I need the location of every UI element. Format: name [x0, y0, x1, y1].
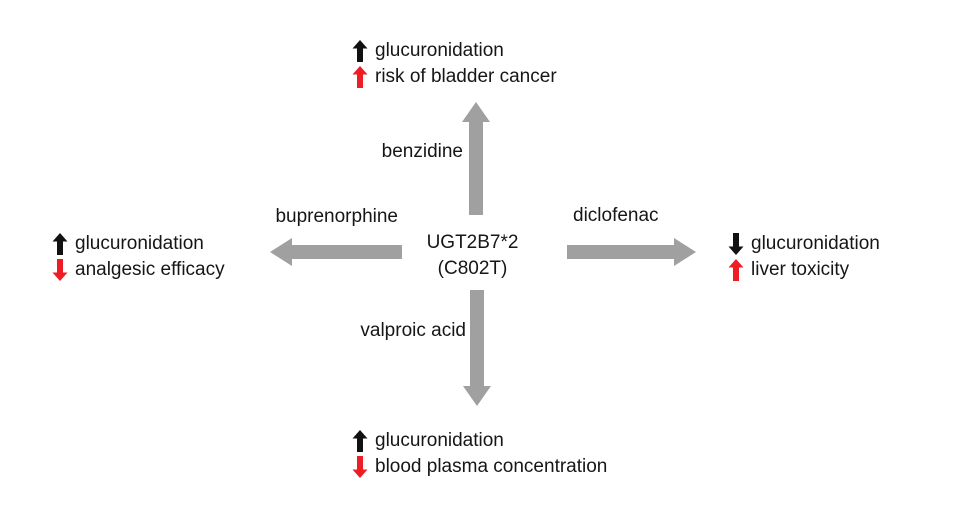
effect-text: risk of bladder cancer	[375, 66, 557, 87]
up-arrow-shape	[352, 40, 368, 62]
effect-row: liver toxicity	[728, 257, 880, 283]
effect-row: risk of bladder cancer	[352, 64, 557, 90]
effect-row: glucuronidation	[352, 428, 607, 454]
effect-row: blood plasma concentration	[352, 454, 607, 480]
effects-top: glucuronidation risk of bladder cancer	[352, 38, 557, 90]
gene-name: UGT2B7*2	[426, 232, 519, 253]
effect-row: glucuronidation	[728, 231, 880, 257]
effect-row: glucuronidation	[52, 231, 225, 257]
up-arrow-icon	[352, 66, 368, 88]
effect-text: blood plasma concentration	[375, 456, 608, 477]
effect-text: glucuronidation	[751, 233, 880, 254]
center-gene-label: UGT2B7*2 (C802T)	[395, 230, 550, 282]
drug-label-valproic-acid: valproic acid	[360, 320, 466, 341]
up-arrow-icon	[728, 259, 744, 281]
branch-arrow-up	[462, 102, 490, 215]
drug-label-benzidine: benzidine	[381, 141, 463, 162]
down-arrow-shape	[52, 259, 68, 281]
effect-row: analgesic efficacy	[52, 257, 225, 283]
down-arrow-icon	[352, 456, 368, 478]
branch-arrow-down	[463, 290, 491, 406]
up-arrow-shape	[52, 233, 68, 255]
effect-text: liver toxicity	[751, 259, 850, 280]
effect-text: glucuronidation	[75, 233, 204, 254]
effect-row: glucuronidation	[352, 38, 557, 64]
up-arrow-icon	[352, 430, 368, 452]
drug-label-diclofenac: diclofenac	[573, 205, 659, 226]
effect-text: glucuronidation	[375, 40, 504, 61]
branch-arrow-right	[567, 238, 696, 266]
up-arrow-icon	[52, 233, 68, 255]
drug-label-buprenorphine: buprenorphine	[275, 206, 398, 227]
effects-right: glucuronidation liver toxicity	[728, 231, 880, 283]
down-arrow-icon	[52, 259, 68, 281]
up-arrow-icon	[352, 40, 368, 62]
up-arrow-shape	[728, 259, 744, 281]
down-arrow-icon	[728, 233, 744, 255]
effects-bottom: glucuronidation blood plasma concentrati…	[352, 428, 607, 480]
branch-arrow-left	[270, 238, 402, 266]
up-arrow-shape	[352, 430, 368, 452]
effect-text: glucuronidation	[375, 430, 504, 451]
effects-left: glucuronidation analgesic efficacy	[52, 231, 225, 283]
down-arrow-shape	[728, 233, 744, 255]
gene-variant: (C802T)	[437, 258, 508, 279]
up-arrow-shape	[352, 66, 368, 88]
effect-text: analgesic efficacy	[75, 259, 225, 280]
down-arrow-shape	[352, 456, 368, 478]
